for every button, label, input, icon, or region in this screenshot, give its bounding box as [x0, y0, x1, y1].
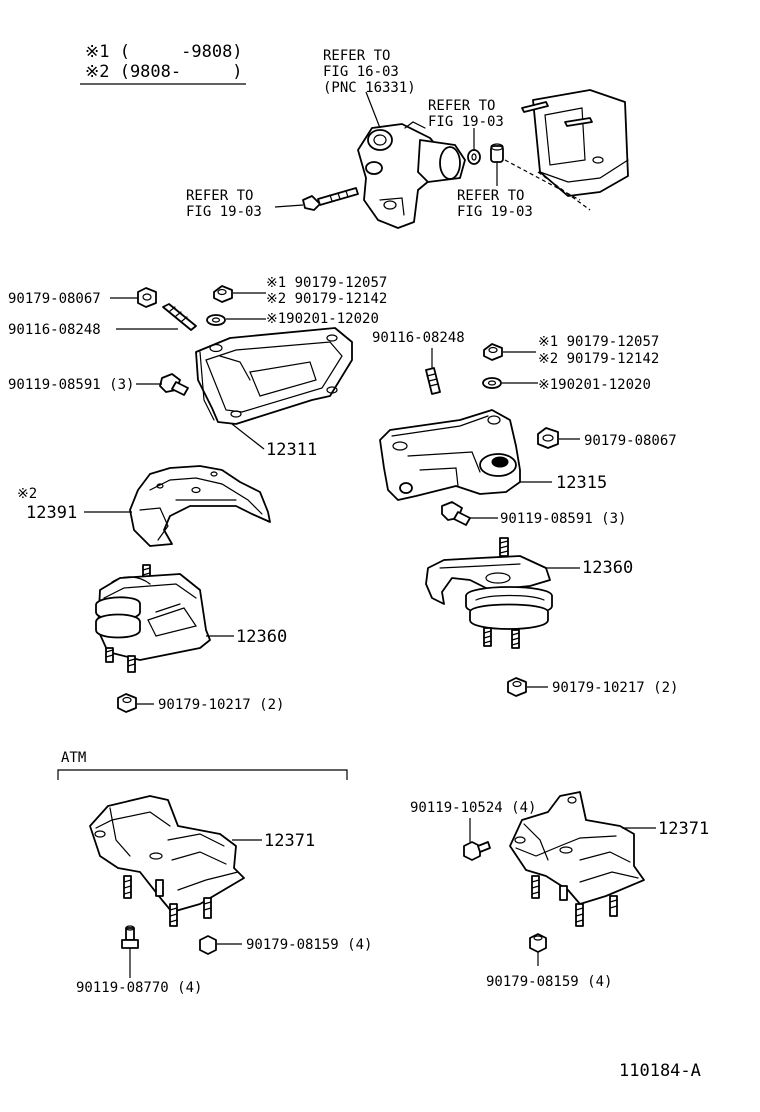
- insulator-12360-right-drawing: [425, 537, 553, 649]
- nut-90179-10217-right-drawing: [507, 677, 527, 697]
- label-12315: 12315: [556, 473, 607, 493]
- label-90179-08159-right: 90179-08159 (4): [486, 974, 612, 990]
- bolt-90119-08591-left-drawing: [159, 373, 189, 396]
- ref-long-bolt-drawing: [302, 187, 359, 211]
- insulator-12360-left-drawing: [95, 564, 211, 673]
- bracket-12311-drawing: [195, 327, 353, 425]
- label-90116-08248-right: 90116-08248: [372, 330, 465, 346]
- bolt-90119-10524-drawing: [463, 841, 491, 861]
- label-12360-left: 12360: [236, 627, 287, 647]
- label-nut-alt2-left: ※2 90179-12142: [266, 291, 387, 307]
- ref-19-03a-line2: FIG 19-03: [428, 114, 504, 130]
- figure-code: 110184-A: [619, 1061, 701, 1081]
- ref-19-03c-line2: FIG 19-03: [457, 204, 533, 220]
- label-nut-alt2-right: ※2 90179-12142: [538, 351, 659, 367]
- nut-alt-left-drawing: [213, 285, 233, 303]
- label-washer-left: ※190201-12020: [266, 311, 379, 327]
- ref-19-03b-line1: REFER TO: [186, 188, 253, 204]
- mount-12371-left-drawing: [89, 795, 245, 927]
- label-atm: ATM: [61, 750, 86, 766]
- legend-line-1: ※1 ( -9808): [85, 42, 243, 62]
- ref-16-03-line2: FIG 16-03: [323, 64, 399, 80]
- label-washer-right: ※190201-12020: [538, 377, 651, 393]
- ref-16-03-line3: (PNC 16331): [323, 80, 416, 96]
- nut-90179-08067-right-drawing: [537, 427, 559, 449]
- label-90179-08067-right: 90179-08067: [584, 433, 677, 449]
- label-90119-08591-left: 90119-08591 (3): [8, 377, 134, 393]
- legend-line-2: ※2 (9808- ): [85, 62, 243, 82]
- label-90179-10217-left: 90179-10217 (2): [158, 697, 284, 713]
- ref-19-03a-line1: REFER TO: [428, 98, 495, 114]
- label-12371-left: 12371: [264, 831, 315, 851]
- shield-12391-drawing: [129, 465, 271, 547]
- bracket-12315-drawing: [379, 409, 521, 501]
- nut-90179-10217-left-drawing: [117, 693, 137, 713]
- label-90119-08591-right: 90119-08591 (3): [500, 511, 626, 527]
- label-12371-right: 12371: [658, 819, 709, 839]
- nut-90179-08067-left-drawing: [137, 287, 157, 308]
- label-90179-10217-right: 90179-10217 (2): [552, 680, 678, 696]
- mount-12371-right-drawing: [509, 791, 645, 927]
- nut-alt-right-drawing: [483, 343, 503, 361]
- ref-19-03b-line2: FIG 19-03: [186, 204, 262, 220]
- stud-90116-08248-right-drawing: [425, 367, 441, 395]
- label-12391-mark: ※2: [17, 486, 37, 502]
- nut-90179-08159-right-drawing: [529, 933, 547, 953]
- bolt-90119-08591-right-drawing: [441, 501, 471, 526]
- ref-nut-drawing: [467, 143, 504, 165]
- label-90119-08770: 90119-08770 (4): [76, 980, 202, 996]
- bolt-90119-08770-drawing: [121, 925, 139, 949]
- stud-90116-08248-left-drawing: [162, 303, 197, 331]
- label-12311: 12311: [266, 440, 317, 460]
- label-12391: 12391: [26, 503, 77, 523]
- ref-16-03-line1: REFER TO: [323, 48, 390, 64]
- nut-90179-08159-left-drawing: [199, 935, 217, 955]
- label-90116-08248-left: 90116-08248: [8, 322, 101, 338]
- ref-19-03c-line1: REFER TO: [457, 188, 524, 204]
- engine-block-corner-drawing: [521, 89, 629, 197]
- label-nut-alt1-left: ※1 90179-12057: [266, 275, 387, 291]
- washer-right-drawing: [482, 377, 502, 389]
- label-90179-08159-left: 90179-08159 (4): [246, 937, 372, 953]
- engine-bracket-drawing: [357, 121, 466, 229]
- label-12360-right: 12360: [582, 558, 633, 578]
- washer-left-drawing: [206, 314, 226, 326]
- label-90119-10524: 90119-10524 (4): [410, 800, 536, 816]
- label-nut-alt1-right: ※1 90179-12057: [538, 334, 659, 350]
- label-90179-08067-left: 90179-08067: [8, 291, 101, 307]
